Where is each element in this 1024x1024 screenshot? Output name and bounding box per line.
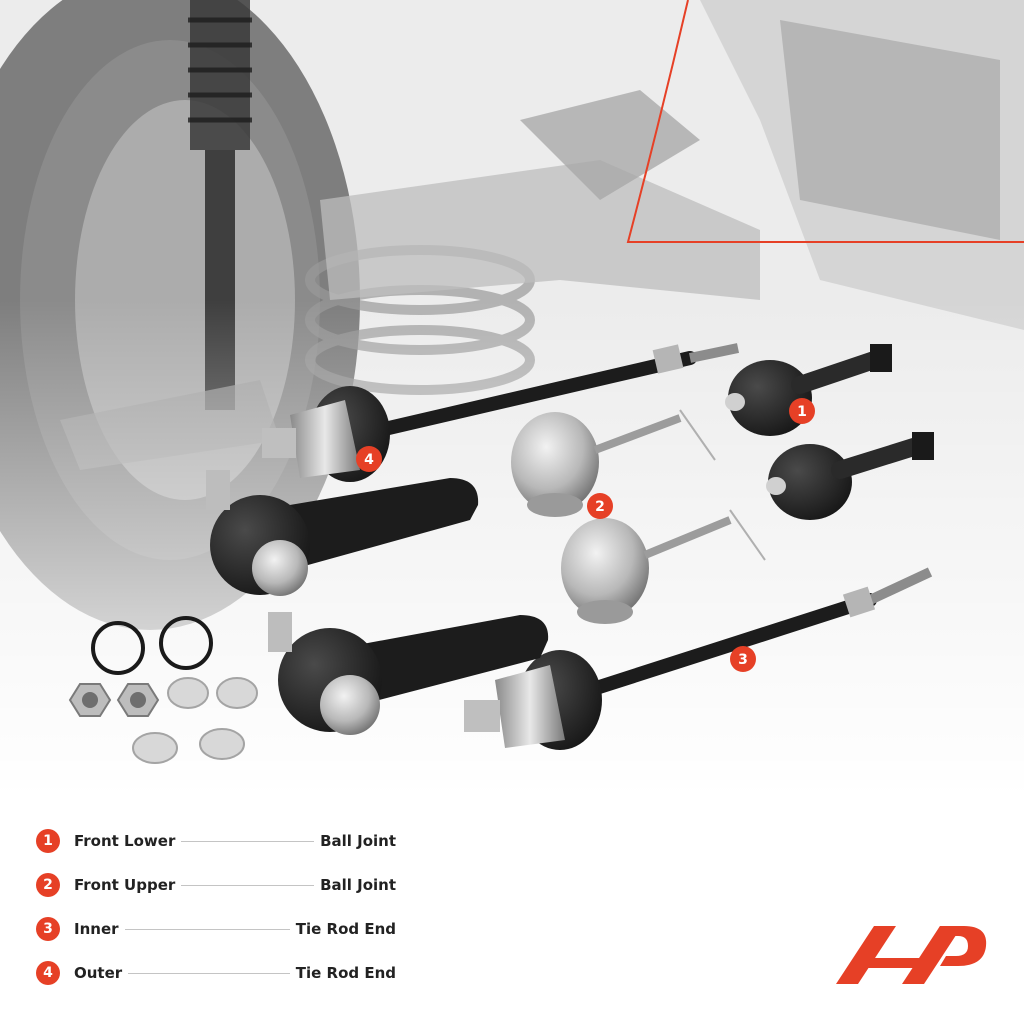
legend-number-badge: 2 (36, 873, 60, 897)
a-premium-logo-icon (836, 926, 987, 984)
tie-rod-bottom (464, 567, 933, 750)
outer-tie-rod-end-lower (268, 612, 549, 735)
legend-number-badge: 4 (36, 961, 60, 985)
legend-part-label: Ball Joint (320, 876, 396, 894)
callout-number: 2 (595, 499, 605, 515)
legend-position-label: Front Lower (74, 832, 176, 850)
callout-number: 4 (364, 452, 374, 468)
legend-divider (181, 840, 315, 842)
outer-tie-rod-end-upper (206, 470, 479, 596)
legend-divider (124, 928, 290, 930)
legend-row-4: 4 Outer Tie Rod End (36, 959, 396, 987)
callout-badge-2: 2 (587, 493, 613, 519)
callout-badge-1: 1 (789, 398, 815, 424)
legend-number-badge: 1 (36, 829, 60, 853)
legend-row-1: 1 Front Lower Ball Joint (36, 827, 396, 855)
legend-row-2: 2 Front Upper Ball Joint (36, 871, 396, 899)
callout-number: 1 (797, 404, 807, 420)
legend-number-badge: 3 (36, 917, 60, 941)
legend-part-label: Tie Rod End (295, 964, 396, 982)
callout-badge-3: 3 (730, 646, 756, 672)
upper-ball-joint-2 (561, 509, 766, 624)
legend-divider (181, 884, 315, 886)
upper-ball-joint-1 (511, 409, 716, 517)
legend-row-3: 3 Inner Tie Rod End (36, 915, 396, 943)
hardware-kit (68, 616, 258, 764)
callout-badge-4: 4 (356, 446, 382, 472)
lower-ball-joint-2 (766, 432, 934, 520)
callout-number: 3 (738, 652, 748, 668)
legend-position-label: Outer (74, 964, 123, 982)
legend-part-label: Ball Joint (320, 832, 396, 850)
legend-part-label: Tie Rod End (295, 920, 396, 938)
legend-position-label: Front Upper (74, 876, 176, 894)
legend-position-label: Inner (74, 920, 119, 938)
legend-divider (128, 972, 290, 974)
